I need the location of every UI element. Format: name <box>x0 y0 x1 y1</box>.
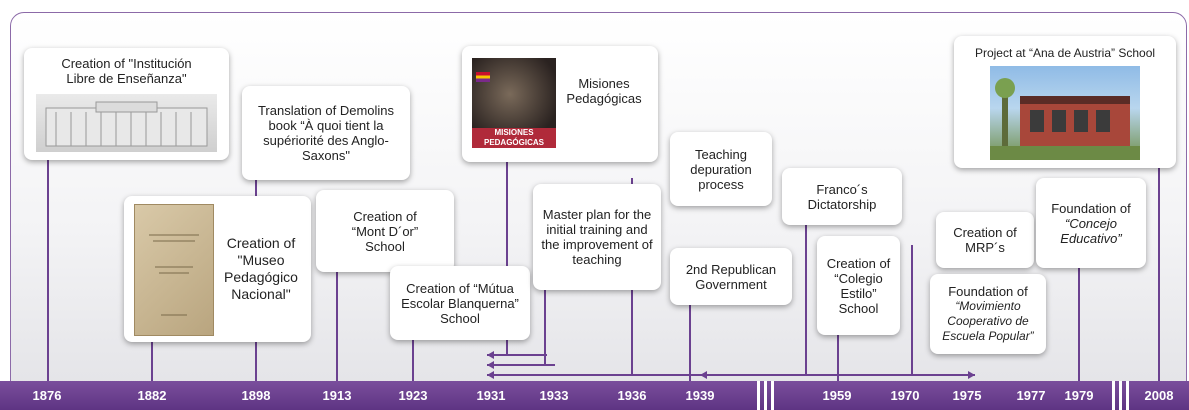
cover-banner: MISIONES PEDAGÓGICAS <box>472 128 556 148</box>
year-label: 1939 <box>685 388 715 403</box>
event-card-misiones: MISIONES PEDAGÓGICAS Misiones Pedagógica… <box>462 46 658 162</box>
axis-break <box>1119 381 1122 410</box>
year-label: 1882 <box>137 388 167 403</box>
year-label: 1977 <box>1016 388 1046 403</box>
event-card-concejo: Foundation of “Concejo Educativo” <box>1036 178 1146 268</box>
arrowhead-5 <box>968 371 975 379</box>
year-label: 1959 <box>822 388 852 403</box>
event-label: Creation of “Colegio Estilo” School <box>826 255 891 316</box>
cover-flag <box>476 72 490 82</box>
year-label: 2008 <box>1144 388 1174 403</box>
event-card-demolins: Translation of Demolins book “À quoi tie… <box>242 86 410 180</box>
event-label: Master plan for the initial training and… <box>541 207 653 267</box>
event-label: Creation of “Mútua Escolar Blanquerna” S… <box>401 280 519 326</box>
cover-title: MISIONES PEDAGÓGICAS <box>483 128 544 147</box>
year-label: 1975 <box>952 388 982 403</box>
arrowhead-1 <box>487 351 494 359</box>
building-image <box>36 94 217 152</box>
event-card-mcep: Foundation of “Movimiento Cooperativo de… <box>930 274 1046 354</box>
arrowhead-3 <box>487 371 494 379</box>
event-label: Teaching depuration process <box>690 146 752 192</box>
year-label: 1931 <box>476 388 506 403</box>
event-card-ana: Project at “Ana de Austria” School <box>954 36 1176 168</box>
event-label: Franco´s Dictatorship <box>807 181 877 212</box>
year-label: 1933 <box>539 388 569 403</box>
year-label: 1876 <box>32 388 62 403</box>
year-label: 1936 <box>617 388 647 403</box>
year-label: 1923 <box>398 388 428 403</box>
book-cover-image <box>134 204 214 336</box>
axis-break <box>1112 381 1115 410</box>
event-label-name: “Movimiento Cooperativo de Escuela Popul… <box>942 299 1034 343</box>
event-card-museo: Creation of "Museo Pedagógico Nacional" <box>124 196 311 342</box>
arrowhead-4 <box>700 371 707 379</box>
event-card-estilo: Creation of “Colegio Estilo” School <box>817 236 900 335</box>
axis-break <box>771 381 774 410</box>
year-label: 1913 <box>322 388 352 403</box>
axis-break <box>757 381 760 410</box>
event-label: 2nd Republican Government <box>685 261 777 292</box>
misiones-cover-image: MISIONES PEDAGÓGICAS <box>472 58 556 148</box>
axis-break <box>764 381 767 410</box>
event-card-institucion: Creation of "Institución Libre de Enseña… <box>24 48 229 160</box>
timeline-axis <box>0 381 1189 410</box>
event-card-montdor: Creation of “Mont D´or” School <box>316 190 454 272</box>
event-card-franco: Franco´s Dictatorship <box>782 168 902 225</box>
event-card-mutua: Creation of “Mútua Escolar Blanquerna” S… <box>390 266 530 340</box>
year-label: 1970 <box>890 388 920 403</box>
event-card-master-plan: Master plan for the initial training and… <box>533 184 661 290</box>
event-label: Creation of "Institución Libre de Enseña… <box>61 56 192 86</box>
event-label-prefix: Foundation of <box>1051 200 1131 216</box>
event-card-mrp: Creation of MRP´s <box>936 212 1034 268</box>
event-card-depuration: Teaching depuration process <box>670 132 772 206</box>
year-label: 1979 <box>1064 388 1094 403</box>
year-label: 1898 <box>241 388 271 403</box>
event-label: Creation of “Mont D´or” School <box>351 208 419 254</box>
event-label: Translation of Demolins book “À quoi tie… <box>257 103 395 163</box>
event-label: Project at “Ana de Austria” School <box>974 46 1156 60</box>
axis-break <box>1126 381 1129 410</box>
arrowhead-2 <box>487 361 494 369</box>
event-label-prefix: Foundation of <box>948 284 1028 299</box>
event-label-name: “Concejo Educativo” <box>1060 215 1122 246</box>
event-label: Creation of MRP´s <box>953 225 1017 255</box>
school-photo <box>990 66 1140 160</box>
event-card-republic: 2nd Republican Government <box>670 248 792 305</box>
event-label: Creation of "Museo Pedagógico Nacional" <box>224 235 298 302</box>
event-label: Misiones Pedagógicas <box>566 76 642 106</box>
